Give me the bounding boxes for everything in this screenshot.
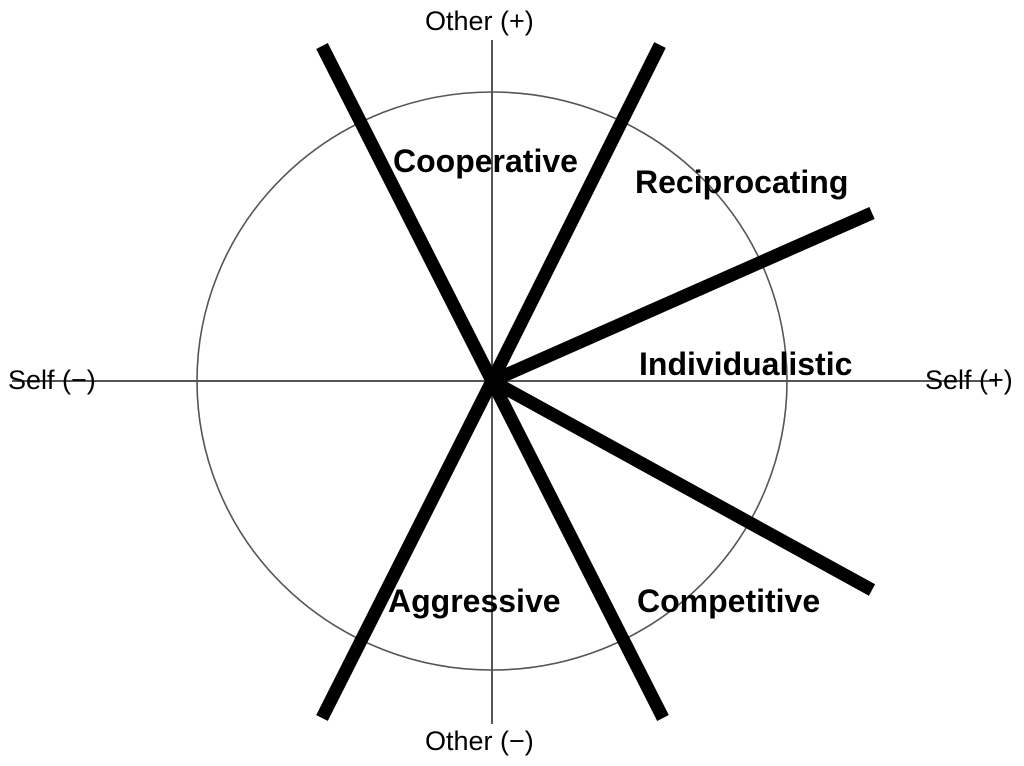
ray-lower-left <box>316 378 498 721</box>
axis-label-other-negative: Other (−) <box>425 726 534 756</box>
ray-lower-right <box>486 378 669 721</box>
orientation-rays <box>316 42 876 721</box>
ray-upper-right <box>486 42 666 384</box>
ray-right-upper <box>489 207 875 387</box>
orientation-label-competitive: Competitive <box>637 583 821 619</box>
axis-label-other-positive: Other (+) <box>425 6 534 36</box>
orientation-label-aggressive: Aggressive <box>388 583 561 619</box>
orientation-label-reciprocating: Reciprocating <box>635 164 849 200</box>
orientation-label-individualistic: Individualistic <box>639 346 853 382</box>
orientation-label-cooperative: Cooperative <box>393 143 578 179</box>
orientation-circle <box>196 91 788 671</box>
axis-label-self-positive: Self (+) <box>925 365 1013 395</box>
ray-right-lower <box>488 375 876 596</box>
axis-label-self-negative: Self (−) <box>8 365 96 395</box>
ray-upper-left <box>316 43 498 384</box>
